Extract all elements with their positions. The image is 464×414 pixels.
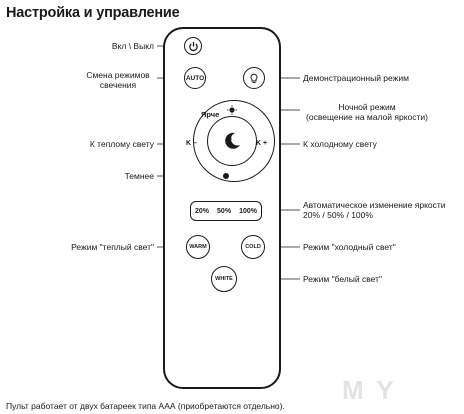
footer-note: Пульт работает от двух батареек типа ААА… [6,401,285,411]
sun-icon [227,105,237,115]
callout-dimmer: Темнее [124,171,154,181]
callout-mode-change-line2: свечения [99,80,137,90]
demo-mode-button[interactable] [243,67,265,89]
callout-night-line1: Ночной режим [338,102,396,112]
dimmer-button[interactable] [223,173,229,179]
k-minus-button[interactable]: K – [186,140,197,147]
power-icon [188,41,198,51]
warm-button[interactable]: WARM [186,235,210,259]
callout-white-mode: Режим "белый свет" [303,274,383,284]
level-50: 50% [217,207,232,215]
callout-colder: К холодному свету [303,139,377,149]
callout-night-line2: (освещение на малой яркости) [306,112,428,122]
power-button[interactable] [184,37,202,55]
callout-warm-mode: Режим "теплый свет" [71,242,154,252]
callout-cold-mode: Режим "холодный свет" [303,242,396,252]
level-100: 100% [239,207,257,215]
page-title: Настройка и управление [6,5,180,21]
callout-mode-change-line1: Смена режимов [86,70,150,80]
brightness-levels-button[interactable]: 20% 50% 100% [190,201,262,221]
white-button[interactable]: WHITE [211,266,237,292]
watermark: M Y [342,375,397,405]
brighter-button[interactable] [227,105,237,115]
bulb-icon [250,73,258,83]
cold-button[interactable]: COLD [241,235,265,259]
callout-auto-brightness-line2: 20% / 50% / 100% [303,210,373,220]
callout-mode-change: Смена режимов свечения [80,70,156,90]
level-20: 20% [195,207,210,215]
night-mode-button[interactable] [207,116,257,166]
control-ring [193,100,275,182]
callout-auto-brightness-line1: Автоматическое изменение яркости [303,200,446,210]
callout-power: Вкл \ Выкл [111,41,154,51]
callout-brighter: Ярче [201,110,220,119]
moon-icon [225,132,240,149]
callout-demo: Демонстрационный режим [303,73,409,83]
auto-button[interactable]: AUTO [184,67,206,89]
callout-night: Ночной режим (освещение на малой яркости… [298,102,436,122]
callout-auto-brightness: Автоматическое изменение яркости 20% / 5… [303,200,446,220]
k-plus-button[interactable]: K + [256,140,268,147]
callout-warmer: К теплому свету [89,139,154,149]
